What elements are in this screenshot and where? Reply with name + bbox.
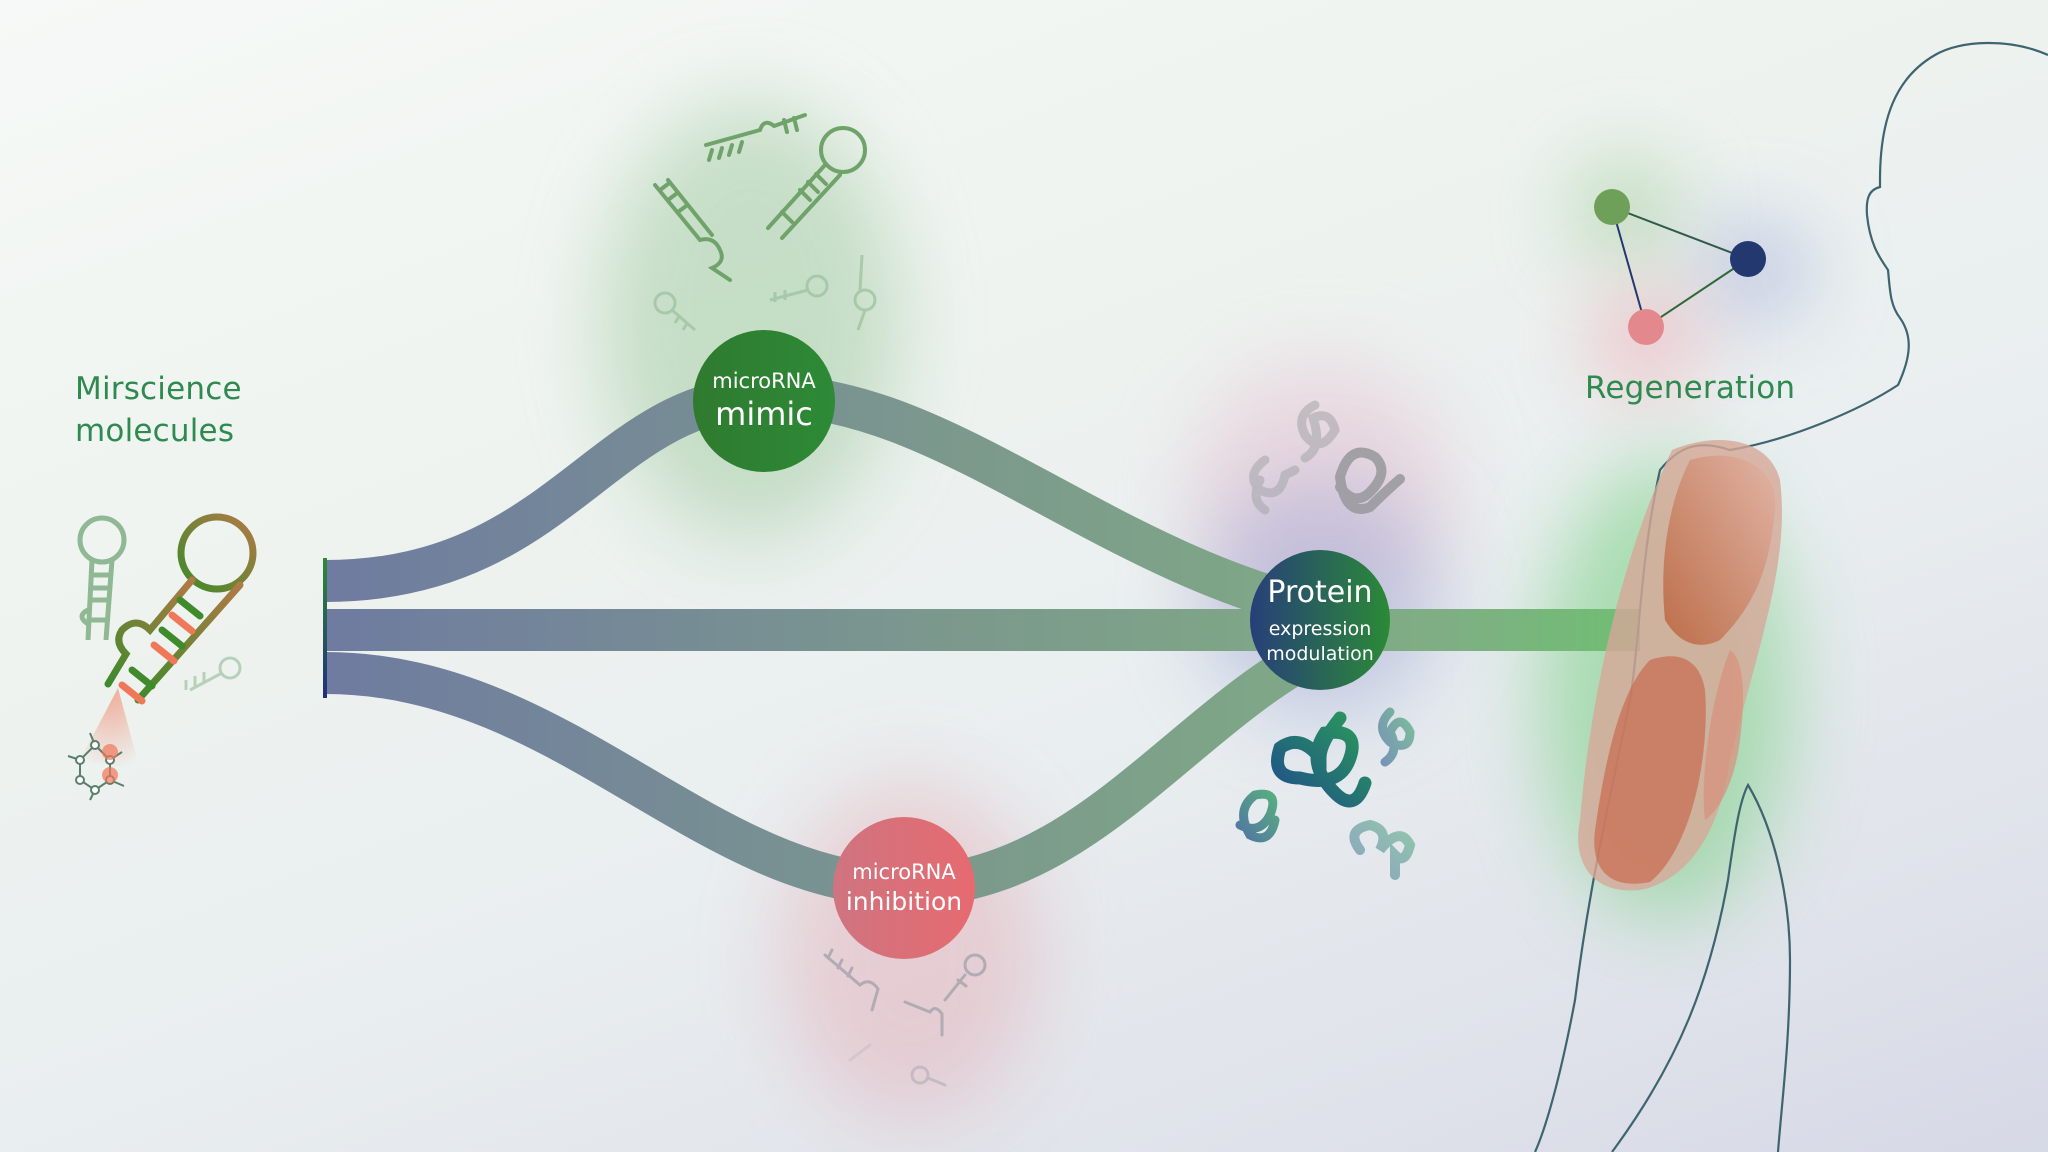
rna-hairpin-icon [653,178,732,282]
rna-hairpin-icon [848,1043,872,1062]
rna-hairpin-icon [910,1065,947,1087]
protein-node-line3: modulation [1266,642,1374,665]
protein-node[interactable]: Protein expression modulation [1250,550,1390,690]
inhibition-node[interactable]: microRNA inhibition [833,817,975,959]
mimic-rna-faint-icons [653,254,877,332]
base-pairs [118,596,204,705]
rna-hairpin-icon [823,948,880,1012]
protein-fold-icons [1235,400,1416,880]
muscle-icon [1578,440,1782,891]
mimic-node-line1: microRNA [712,368,816,393]
network-node-pink [1628,309,1664,345]
protein-fold-icon [1378,707,1415,767]
protein-fold-icon [1349,819,1416,880]
inhibition-rna-icons [823,948,987,1087]
flow-paths [324,374,1640,908]
mimic-node[interactable]: microRNA mimic [693,330,835,472]
network-node-navy [1730,241,1766,277]
rna-strand-icon [903,1000,944,1037]
inhibition-node-line1: microRNA [852,859,956,884]
regeneration-label: Regeneration [1585,370,1796,406]
network-node-green [1594,189,1630,225]
rna-hairpin-icon [943,953,987,1002]
inhibition-node-line2: inhibition [845,886,963,916]
protein-fold-icon [1249,455,1300,515]
source-label-line1: Mirscience [75,371,242,407]
source-bar [323,558,327,698]
protein-fold-icon [1334,447,1405,514]
rna-hairpin-icon [766,126,867,240]
mimic-rna-icons [653,113,867,282]
protein-node-line2: expression [1268,617,1372,640]
chemical-structure-icon [67,732,125,801]
mimic-node-line2: mimic [715,394,813,433]
protein-fold-icon [1235,789,1280,843]
rna-strand-icon [704,113,807,162]
protein-fold-icon [1271,711,1372,808]
protein-fold-icon [1297,400,1340,463]
flow-to-inhibition [324,631,1330,908]
protein-node-line1: Protein [1267,574,1373,610]
rna-hairpin-faint-icon [184,656,242,692]
source-label: Mirscience molecules [75,368,242,452]
source-label-line2: molecules [75,413,235,449]
regeneration-network-icon [1594,189,1766,345]
rna-hairpin-large-icon [104,513,257,704]
rna-hairpin-small-icon [77,515,127,641]
